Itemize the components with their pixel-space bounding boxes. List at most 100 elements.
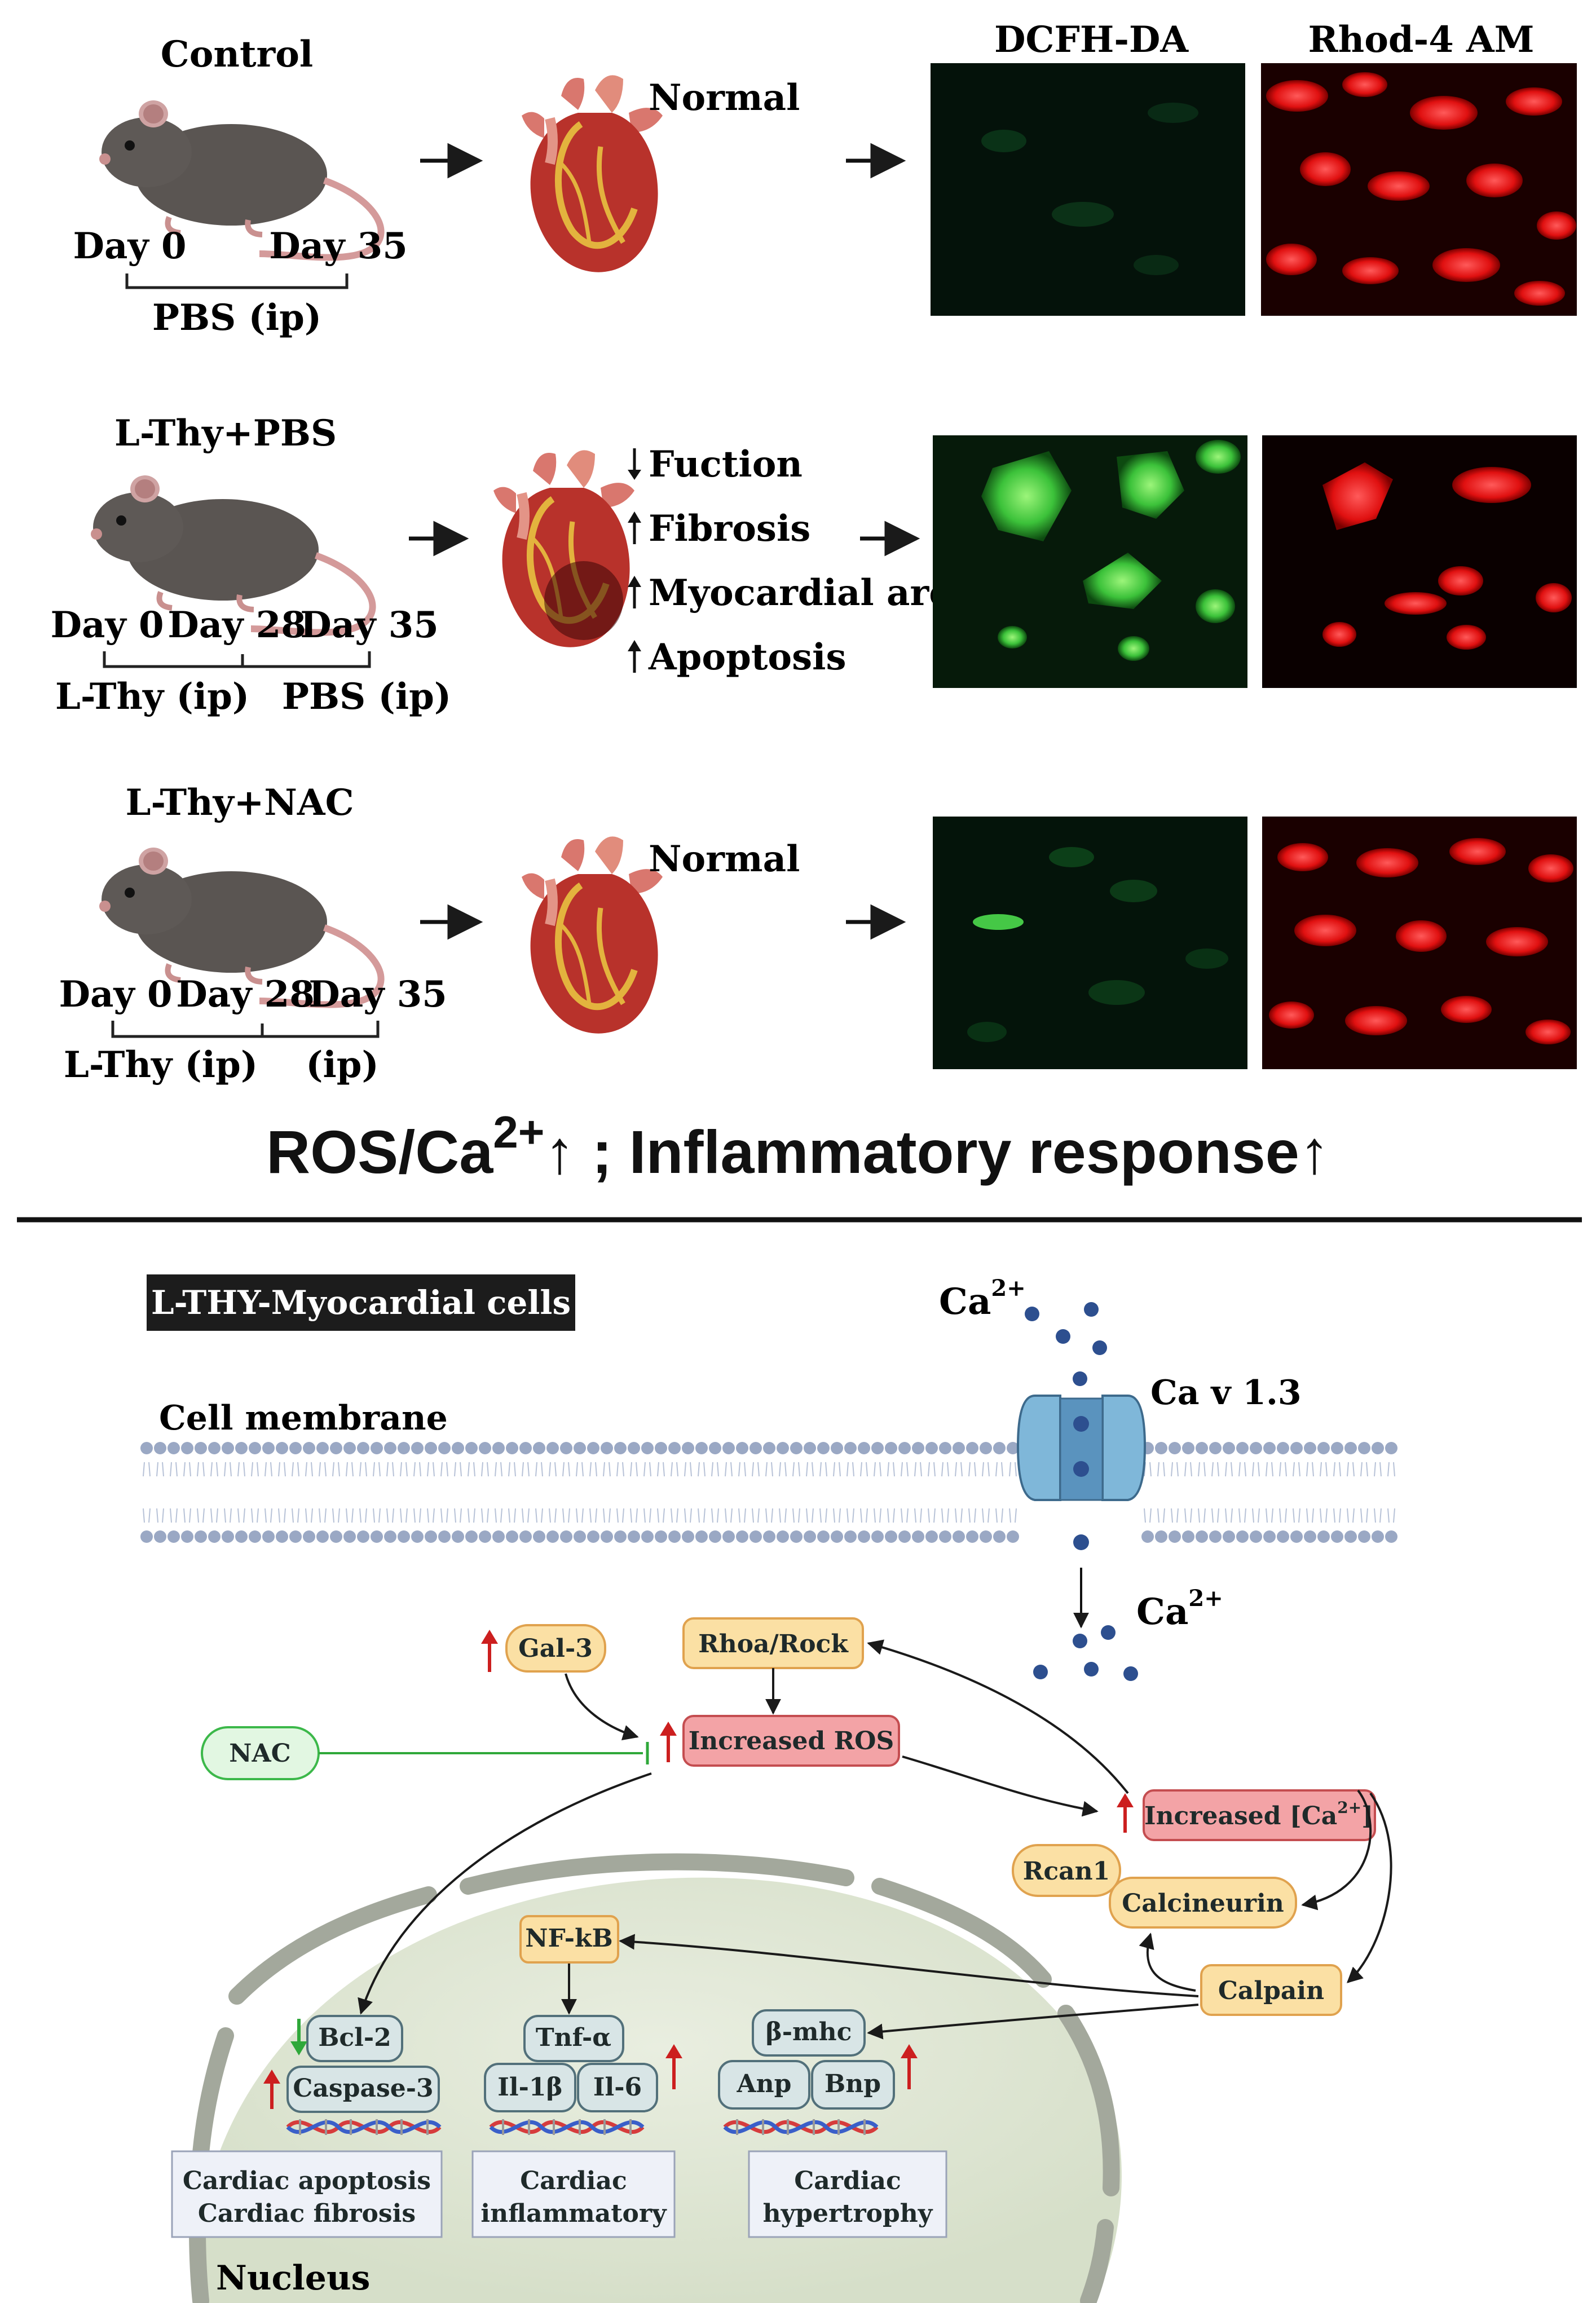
calpain-box: Calpain — [1200, 1964, 1342, 2016]
day-label: Day 35 — [308, 973, 447, 1016]
pathway-connectors — [319, 1639, 1392, 2040]
svg-text:Rhoa/Rock: Rhoa/Rock — [698, 1630, 849, 1658]
svg-text:NF-kB: NF-kB — [525, 1924, 612, 1953]
panel-title-text: L-THY-Myocardial cells — [151, 1283, 571, 1322]
outcome-item-label: Myocardial area — [649, 572, 975, 614]
timeline-bracket — [111, 1021, 380, 1038]
anp-box: Anp — [718, 2060, 810, 2110]
rcan1-box: Rcan1 — [1012, 1844, 1121, 1897]
summary-end-arrow: ↑ — [1299, 1118, 1330, 1186]
day-label: Day 35 — [300, 604, 439, 646]
svg-text:β-mhc: β-mhc — [766, 2018, 852, 2046]
row-control: Control Day 0 Day 35 PBS (ip) Normal — [73, 33, 906, 339]
cell-membrane — [140, 1442, 1397, 1543]
cell-membrane-label: Cell membrane — [159, 1398, 448, 1438]
svg-text:Cardiac: Cardiac — [794, 2167, 901, 2195]
svg-text:hypertrophy: hypertrophy — [763, 2199, 933, 2228]
up-arrow-icon — [665, 2044, 682, 2089]
outcome-inflammatory-box: Cardiac inflammatory — [471, 2150, 676, 2238]
up-arrow-icon — [628, 576, 641, 608]
timeline-bracket — [125, 273, 349, 289]
micrograph-lthy-pbs-rhod — [1262, 435, 1577, 688]
svg-text:Increased ROS: Increased ROS — [689, 1727, 894, 1755]
ca-top-label: Ca — [939, 1281, 991, 1323]
svg-text:Ca2+: Ca2+ — [1136, 1585, 1223, 1633]
svg-text:Calpain: Calpain — [1218, 1976, 1324, 2005]
group-label-control: Control — [161, 33, 313, 76]
svg-text:Bnp: Bnp — [825, 2070, 881, 2098]
svg-text:Tnf-α: Tnf-α — [536, 2023, 611, 2052]
gal3-box: Gal-3 — [505, 1624, 606, 1673]
ca-top-sup: 2+ — [991, 1275, 1025, 1301]
nucleus-label: Nucleus — [216, 2258, 370, 2298]
bcl2-box: Bcl-2 — [306, 2015, 403, 2062]
il1b-box: Il-1β — [484, 2063, 576, 2112]
treatment-label: PBS (ip) — [152, 297, 321, 339]
ca-ions-bottom: Ca2+ — [1033, 1585, 1223, 1681]
increased-ros-box: Increased ROS — [682, 1715, 900, 1767]
svg-text:Caspase-3: Caspase-3 — [293, 2074, 433, 2103]
outcome-apoptosis-box: Cardiac apoptosis Cardiac fibrosis — [171, 2150, 443, 2238]
heart-icon — [522, 75, 663, 272]
ca-bottom-label: Ca — [1136, 1591, 1188, 1633]
il6-box: Il-6 — [577, 2063, 658, 2112]
outcome-hypertrophy-box: Cardiac hypertrophy — [748, 2150, 947, 2238]
row-lthy-pbs: L-Thy+PBS Day 0 Day 28 Day 35 L-Thy (ip)… — [51, 412, 976, 718]
up-arrow-icon — [660, 1722, 677, 1762]
svg-text:inflammatory: inflammatory — [480, 2199, 667, 2228]
svg-text:NAC: NAC — [229, 1739, 290, 1768]
svg-text:Cardiac: Cardiac — [520, 2167, 627, 2195]
svg-text:Bcl-2: Bcl-2 — [318, 2023, 391, 2052]
bmhc-box: β-mhc — [752, 2009, 866, 2057]
day-label: Day 35 — [269, 225, 408, 267]
svg-text:Cardiac fibrosis: Cardiac fibrosis — [198, 2199, 416, 2228]
bnp-box: Bnp — [811, 2060, 895, 2110]
micrograph-lthy-nac-rhod — [1262, 817, 1577, 1069]
micrograph-control-rhod — [1261, 63, 1577, 316]
day-label: Day 0 — [51, 604, 164, 646]
day-label: Day 28 — [167, 604, 306, 646]
outcome-normal: Normal — [649, 77, 800, 119]
up-arrow-icon — [628, 640, 641, 673]
increased-ca-box: Increased [Ca2+] — [1143, 1789, 1376, 1841]
svg-text:Il-1β: Il-1β — [497, 2073, 562, 2102]
day-label: Day 0 — [59, 973, 173, 1016]
svg-text:Increased [Ca2+]: Increased [Ca2+] — [1144, 1798, 1373, 1830]
treatment-label: L-Thy (ip) — [55, 676, 249, 718]
svg-text:Cardiac apoptosis: Cardiac apoptosis — [183, 2167, 431, 2195]
summary-ros-ca: ROS/Ca — [266, 1118, 493, 1186]
summary-mid: ↑ ; Inflammatory response — [544, 1118, 1299, 1186]
row-lthy-nac: L-Thy+NAC Day 0 Day 28 Day 35 L-Thy (ip)… — [59, 782, 906, 1086]
ca-ions-top: Ca2+ — [939, 1275, 1107, 1386]
panel-title: L-THY-Myocardial cells — [147, 1274, 575, 1331]
day-label: Day 0 — [73, 225, 187, 267]
up-arrow-icon — [901, 2044, 918, 2089]
svg-text:Gal-3: Gal-3 — [518, 1634, 593, 1663]
outcome-item-label: Fibrosis — [649, 508, 810, 550]
micrograph-control-dcfh — [931, 63, 1245, 316]
outcome-item-label: Fuction — [649, 443, 803, 486]
rhoa-rock-box: Rhoa/Rock — [682, 1617, 864, 1669]
up-arrow-icon — [1117, 1793, 1134, 1833]
down-arrow-icon — [628, 448, 641, 480]
ca-bottom-sup: 2+ — [1188, 1585, 1223, 1612]
stain-header-rhod: Rhod-4 AM — [1308, 19, 1534, 61]
micrograph-lthy-pbs-dcfh — [933, 435, 1247, 688]
stain-header-dcfh: DCFH-DA — [994, 19, 1189, 61]
outcome-item-label: Apoptosis — [648, 636, 846, 678]
svg-text:Il-6: Il-6 — [593, 2073, 642, 2102]
treatment-label: (ip) — [306, 1044, 379, 1086]
summary-ca-sup: 2+ — [493, 1107, 544, 1157]
svg-text:ROS/Ca2+↑ ; Inflammatory respo: ROS/Ca2+↑ ; Inflammatory response↑ — [266, 1107, 1330, 1186]
up-arrow-icon — [628, 511, 641, 544]
summary-line: ROS/Ca2+↑ ; Inflammatory response↑ — [266, 1107, 1330, 1186]
heart-icon — [522, 836, 663, 1033]
svg-text:Calcineurin: Calcineurin — [1122, 1889, 1284, 1918]
up-arrow-icon — [263, 2070, 280, 2109]
nfkb-box: NF-kB — [519, 1915, 619, 1964]
treatment-label: L-Thy (ip) — [64, 1044, 258, 1086]
nac-box: NAC — [201, 1726, 320, 1780]
infarct-region — [544, 561, 623, 640]
